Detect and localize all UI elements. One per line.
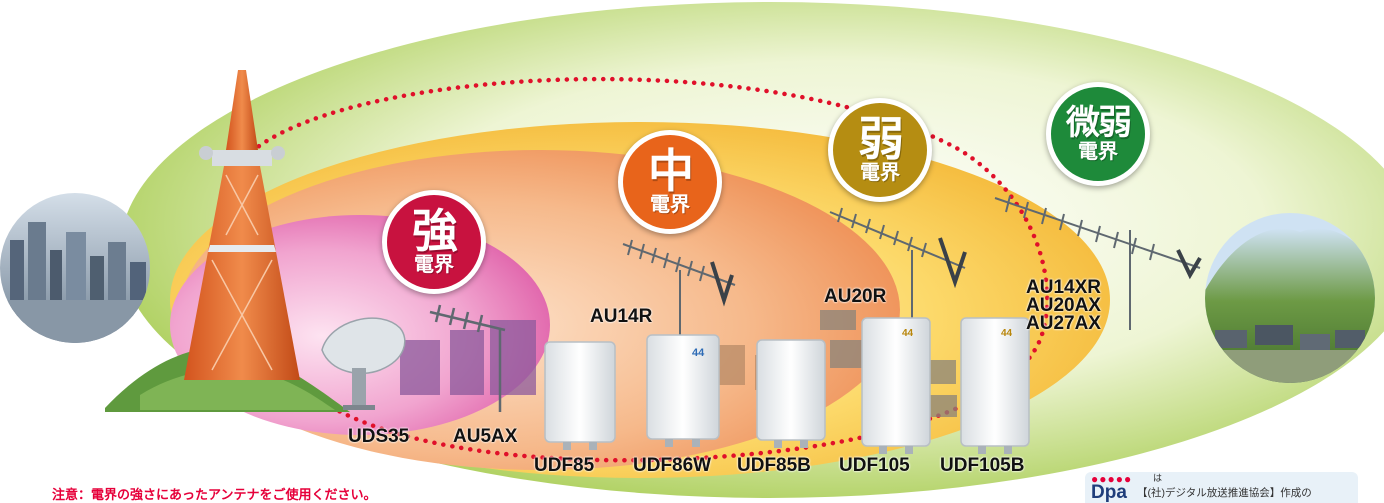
au20r-label: AU20R [824,286,887,307]
udf85b-label: UDF85B [737,455,811,476]
au27ax-label: AU27AX [1026,313,1101,334]
uds35-antenna-illustration [321,317,406,410]
udf85-panel-illustration [544,341,616,450]
dpa-logo: Dpa [1091,482,1127,503]
svg-text:44: 44 [692,347,705,359]
udf105-label: UDF105 [839,455,910,476]
weak-field-sublabel: 電界 [860,162,900,184]
very-weak-field-sublabel: 電界 [1078,141,1118,163]
dpa-description: 【(社)デジタル放送推進協会】作成の [1137,487,1312,499]
strong-field-label: 強 [412,205,458,257]
udf85-label: UDF85 [534,455,595,476]
very-weak-field-badge: 微弱 電界 [1046,82,1150,186]
dpa-dots: ●●●●● [1091,472,1133,486]
strong-field-sublabel: 電界 [414,254,454,276]
svg-text:44: 44 [902,328,914,339]
medium-field-badge: 中 電界 [618,130,722,234]
very-weak-field-label: 微弱 [1066,104,1132,142]
au20ax-label: AU20AX [1026,295,1101,316]
udf85b-panel-illustration [756,339,826,448]
village-photo [1205,213,1375,383]
weak-field-label: 弱 [858,113,904,165]
udf86w-panel-illustration: 44 [646,334,720,447]
udf86w-label: UDF86W [633,455,712,476]
medium-field-sublabel: 電界 [650,194,690,216]
udf105-panel-illustration: 44 [861,317,931,454]
dpa-ha-text: は [1153,473,1163,483]
au14r-antenna-illustration [622,239,736,342]
au14xr-antenna-illustration [994,195,1202,330]
udf105b-panel-illustration: 44 [960,317,1030,454]
udf105b-label: UDF105B [940,455,1025,476]
weak-field-badge: 弱 電界 [828,98,932,202]
au14xr-label: AU14XR [1026,277,1101,298]
uds35-label: UDS35 [348,426,410,447]
service-boundary-dotted-line [242,76,1050,463]
dpa-footnote: ●●●●● は Dpa 【(社)デジタル放送推進協会】作成の [1085,472,1358,503]
broadcast-tower [184,70,300,380]
svg-text:44: 44 [1001,328,1013,339]
houses-strong [400,320,536,395]
au5ax-antenna-illustration [429,304,506,412]
au5ax-label: AU5AX [453,426,518,447]
medium-field-label: 中 [648,145,694,197]
au14r-label: AU14R [590,306,653,327]
antenna-caution-note: 注意：電界の強さにあったアンテナをご使用ください。 [52,487,377,502]
strong-field-badge: 強 電界 [382,190,486,294]
